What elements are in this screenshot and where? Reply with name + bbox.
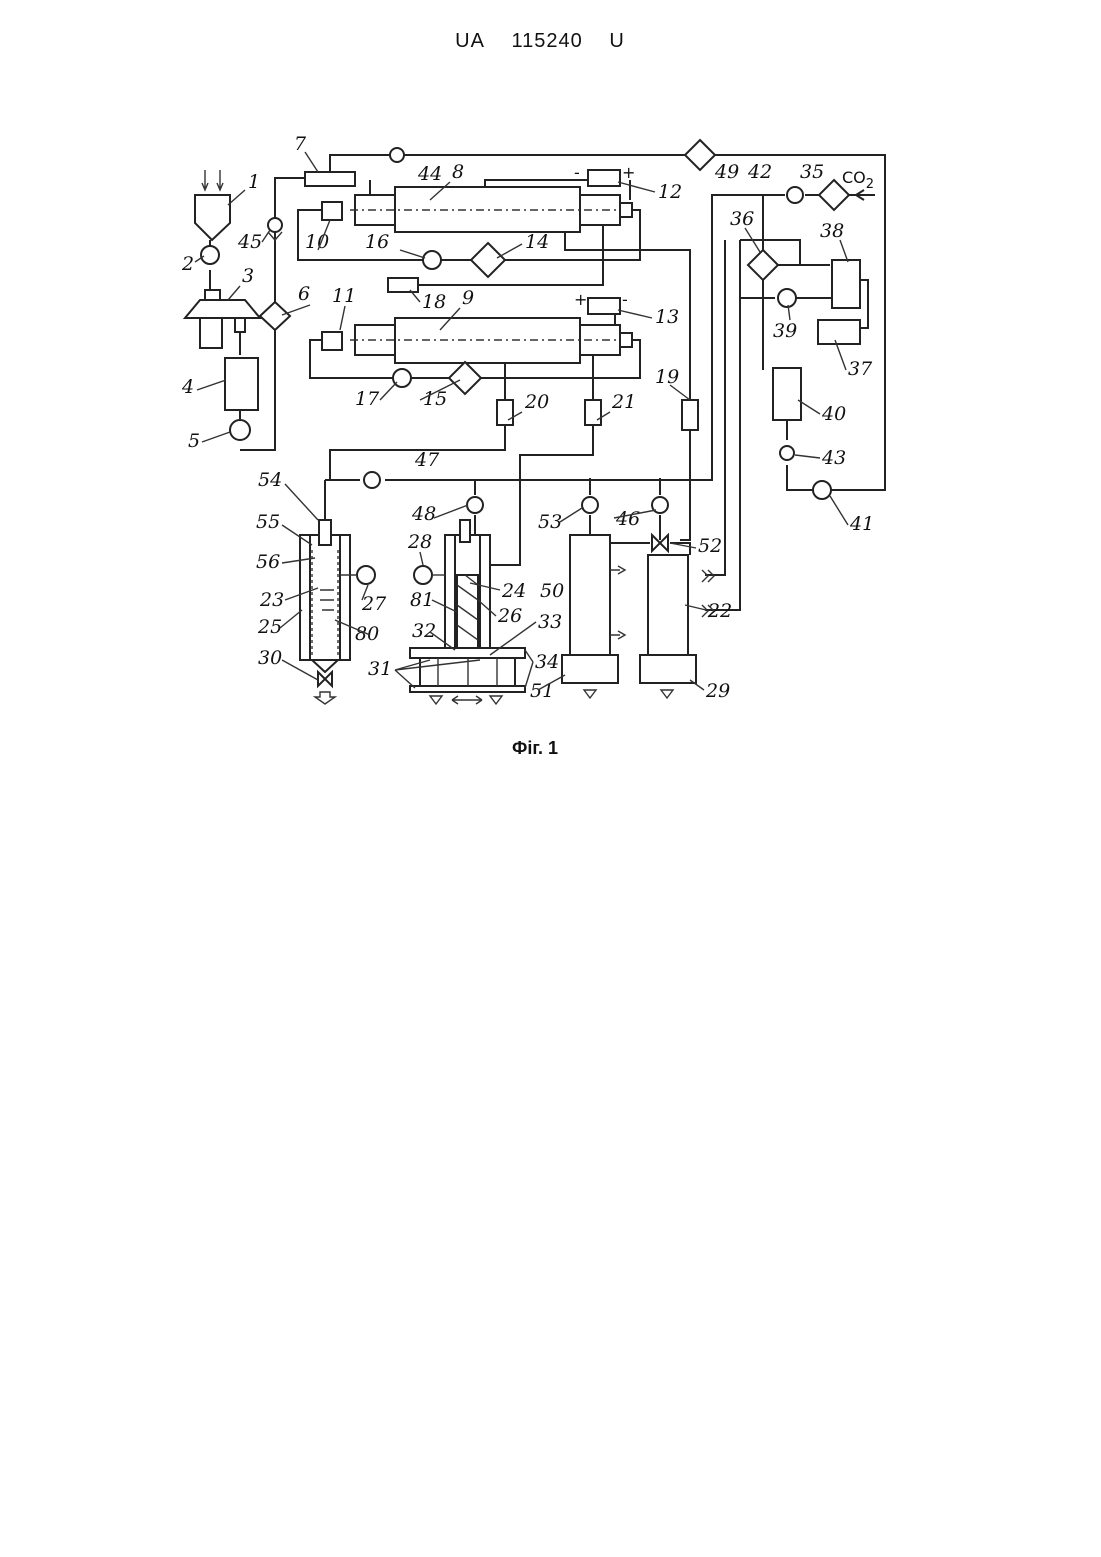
label-32: 32 bbox=[412, 620, 436, 642]
label-34: 34 bbox=[535, 651, 559, 673]
polarity-minus-12: - bbox=[574, 163, 580, 182]
label-41: 41 bbox=[849, 513, 874, 535]
label-28: 28 bbox=[407, 531, 432, 553]
label-1: 1 bbox=[248, 171, 260, 193]
figure-caption: Фіг. 1 bbox=[0, 738, 1070, 759]
label-20: 20 bbox=[524, 391, 549, 413]
label-45: 45 bbox=[237, 231, 262, 253]
label-43: 43 bbox=[821, 447, 846, 469]
label-7: 7 bbox=[294, 133, 307, 155]
column-22 bbox=[648, 555, 688, 655]
label-10: 10 bbox=[305, 231, 329, 253]
label-21: 21 bbox=[611, 391, 636, 413]
label-44: 44 bbox=[417, 163, 442, 185]
label-52: 52 bbox=[698, 535, 722, 557]
label-27: 27 bbox=[361, 593, 387, 615]
label-46: 46 bbox=[615, 508, 640, 530]
label-47: 47 bbox=[414, 449, 440, 471]
label-2: 2 bbox=[181, 253, 194, 275]
label-13: 13 bbox=[655, 306, 679, 328]
column-50 bbox=[570, 535, 610, 655]
label-25: 25 bbox=[257, 616, 282, 638]
label-37: 37 bbox=[848, 358, 873, 380]
polarity-minus-13: - bbox=[622, 290, 628, 309]
label-11: 11 bbox=[332, 285, 356, 307]
label-81: 81 bbox=[410, 589, 434, 611]
label-24: 24 bbox=[501, 580, 526, 602]
label-49: 49 bbox=[714, 161, 739, 183]
label-31: 31 bbox=[368, 658, 392, 680]
label-54: 54 bbox=[258, 469, 282, 491]
label-9: 9 bbox=[462, 287, 474, 309]
label-35: 35 bbox=[800, 161, 824, 183]
hopper bbox=[195, 195, 230, 240]
label-3: 3 bbox=[242, 265, 254, 287]
label-15: 15 bbox=[423, 388, 447, 410]
label-42: 42 bbox=[747, 161, 772, 183]
label-19: 19 bbox=[655, 366, 679, 388]
co2-label: CO2 bbox=[842, 168, 874, 192]
label-30: 30 bbox=[258, 647, 282, 669]
label-39: 39 bbox=[773, 320, 797, 342]
label-50: 50 bbox=[540, 580, 564, 602]
label-56: 56 bbox=[256, 551, 280, 573]
label-17: 17 bbox=[355, 388, 380, 410]
label-22: 22 bbox=[707, 600, 732, 622]
label-6: 6 bbox=[298, 283, 310, 305]
label-12: 12 bbox=[658, 181, 682, 203]
label-23: 23 bbox=[259, 589, 284, 611]
label-55: 55 bbox=[256, 511, 280, 533]
label-14: 14 bbox=[525, 231, 549, 253]
label-18: 18 bbox=[422, 291, 446, 313]
label-53: 53 bbox=[538, 511, 562, 533]
label-38: 38 bbox=[820, 220, 844, 242]
block-4 bbox=[225, 358, 258, 410]
polarity-plus-13: + bbox=[574, 290, 587, 309]
label-40: 40 bbox=[821, 403, 846, 425]
label-33: 33 bbox=[538, 611, 562, 633]
label-5: 5 bbox=[188, 430, 200, 452]
label-26: 26 bbox=[497, 605, 522, 627]
label-48: 48 bbox=[411, 503, 436, 525]
label-16: 16 bbox=[365, 231, 389, 253]
label-4: 4 bbox=[181, 376, 194, 398]
label-8: 8 bbox=[452, 161, 464, 183]
label-29: 29 bbox=[705, 680, 730, 702]
label-36: 36 bbox=[730, 208, 754, 230]
polarity-plus-12: + bbox=[622, 163, 635, 182]
equipment: - + + - CO2 bbox=[185, 140, 875, 704]
